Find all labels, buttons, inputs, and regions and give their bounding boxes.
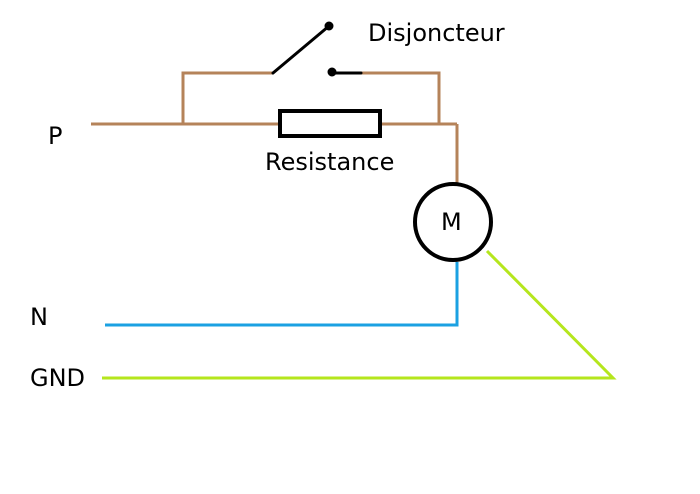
motor-label: M	[441, 208, 462, 236]
breaker-pivot-dot	[324, 21, 334, 31]
ground-wire	[102, 249, 617, 380]
neutral-wire	[105, 262, 459, 327]
breaker-lever	[271, 24, 331, 75]
resistor-label: Resistance	[265, 148, 395, 176]
resistor-symbol	[278, 109, 382, 138]
phase-label: P	[48, 122, 63, 150]
breaker-label: Disjoncteur	[368, 19, 505, 47]
breaker-contact-dot	[327, 67, 337, 77]
breaker-switch	[271, 21, 363, 77]
motor-symbol	[413, 182, 493, 262]
bypass-right-wire	[361, 71, 441, 124]
bypass-left-wire	[181, 71, 273, 124]
phase-wires	[91, 71, 459, 183]
ground-label: GND	[30, 364, 86, 392]
neutral-label: N	[30, 303, 48, 331]
